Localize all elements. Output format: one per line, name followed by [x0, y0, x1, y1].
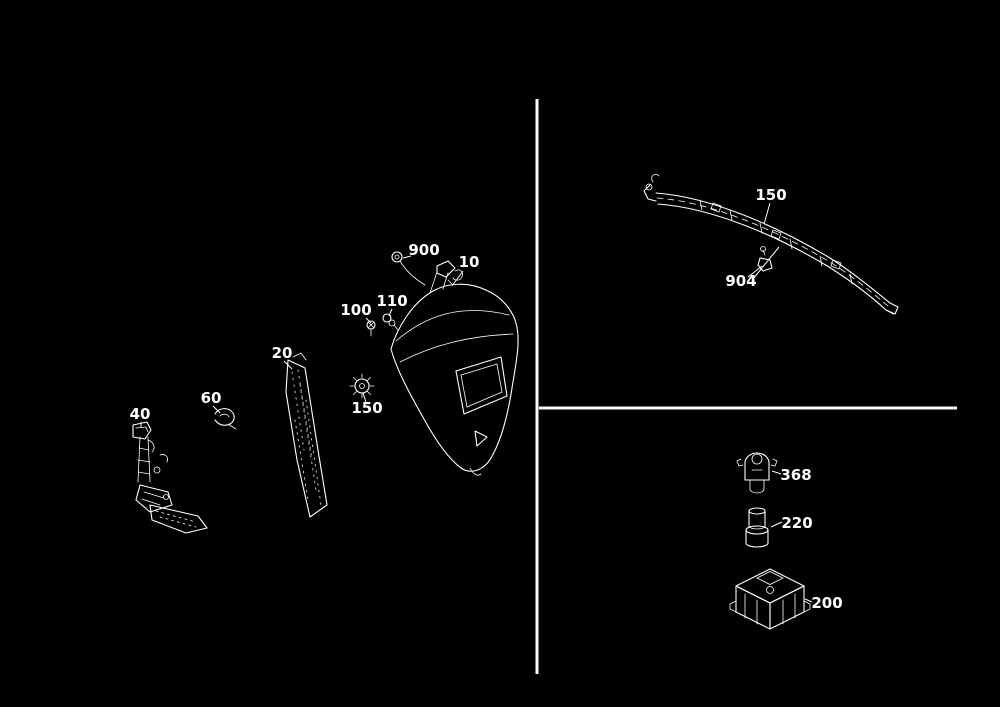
- part-10-label[interactable]: 10: [459, 253, 480, 271]
- part-110-label[interactable]: 110: [376, 292, 407, 310]
- part-150-rail-label[interactable]: 150: [755, 186, 786, 204]
- part-220-drawing: [745, 507, 769, 548]
- leader-lines: [140, 202, 813, 603]
- part-110-drawing: [382, 313, 399, 331]
- part-368-label[interactable]: 368: [780, 466, 811, 484]
- part-100-label[interactable]: 100: [340, 301, 371, 319]
- part-20-drawing: [285, 352, 328, 518]
- part-150-left-label[interactable]: 150: [351, 399, 382, 417]
- part-labels: 40 60 20 100 110 150 900 10 150 904 368 …: [130, 186, 843, 612]
- part-150-grommet-drawing: [349, 373, 375, 399]
- part-900-label[interactable]: 900: [408, 241, 439, 259]
- part-40-label[interactable]: 40: [130, 405, 151, 423]
- divider-lines: [535, 99, 957, 674]
- part-900-drawing: [391, 251, 426, 286]
- part-10-drawing: [390, 260, 519, 476]
- part-200-drawing: [729, 568, 811, 630]
- part-40-drawing: [132, 421, 208, 534]
- part-60-label[interactable]: 60: [201, 389, 222, 407]
- part-904-label[interactable]: 904: [725, 272, 756, 290]
- part-100-drawing: [366, 320, 376, 337]
- part-200-label[interactable]: 200: [811, 594, 842, 612]
- part-368-drawing: [736, 452, 778, 494]
- part-220-label[interactable]: 220: [781, 514, 812, 532]
- rail-150-drawing: [643, 174, 899, 315]
- part-60-drawing: [214, 408, 237, 430]
- part-20-label[interactable]: 20: [272, 344, 293, 362]
